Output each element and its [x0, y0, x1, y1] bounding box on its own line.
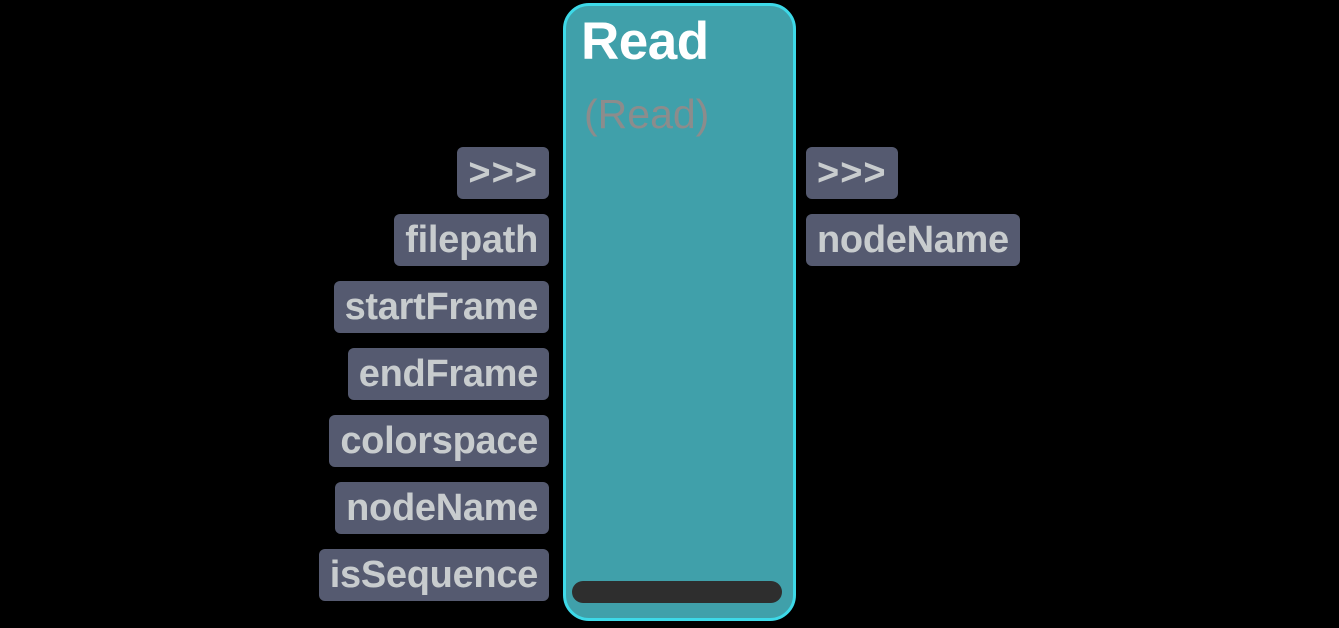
input-port-nodename[interactable]: nodeName: [335, 482, 549, 534]
node-title: Read: [581, 12, 709, 71]
node-status-bar[interactable]: [572, 581, 782, 603]
input-port-startframe[interactable]: startFrame: [333, 281, 549, 333]
output-port-exec[interactable]: >>>: [806, 147, 898, 199]
node-subtitle: (Read): [584, 91, 710, 137]
input-port-filepath[interactable]: filepath: [394, 214, 549, 266]
input-port-colorspace[interactable]: colorspace: [329, 415, 549, 467]
node-read[interactable]: Read (Read): [563, 3, 796, 621]
input-port-issequence[interactable]: isSequence: [318, 549, 549, 601]
input-port-endframe[interactable]: endFrame: [347, 348, 549, 400]
input-port-exec[interactable]: >>>: [457, 147, 549, 199]
output-port-nodename[interactable]: nodeName: [806, 214, 1020, 266]
